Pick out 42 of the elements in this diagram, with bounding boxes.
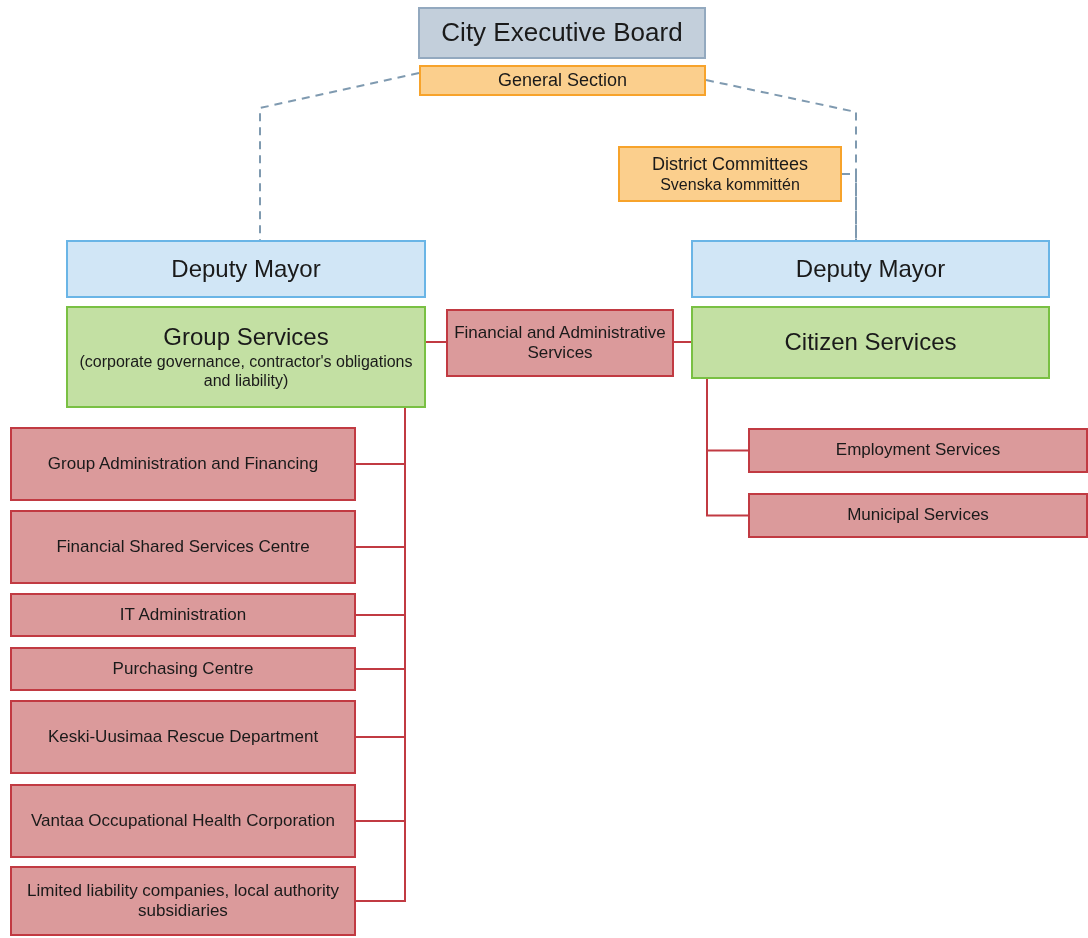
unit-box — [748, 428, 1088, 473]
box-title: Purchasing Centre — [111, 658, 255, 680]
section-box — [419, 65, 706, 96]
box-title: District Committees — [651, 153, 809, 176]
box-title: Financial and Administrative Services — [453, 322, 667, 364]
box-subtitle: (corporate governance, contractor's obligations and liability) — [78, 352, 414, 391]
box-title: Group Administration and Financing — [46, 453, 320, 475]
connector-line — [705, 79, 857, 241]
box-title: IT Administration — [118, 604, 248, 626]
division-box — [691, 306, 1050, 379]
unit-box — [748, 493, 1088, 538]
box-title: City Executive Board — [440, 17, 684, 49]
board-box — [418, 7, 706, 59]
section-box — [618, 146, 842, 202]
unit-box — [10, 700, 356, 774]
unit-box — [10, 593, 356, 637]
unit-box — [10, 427, 356, 501]
box-title: Municipal Services — [846, 505, 990, 526]
box-title: Group Services — [162, 323, 330, 353]
mayor-box — [691, 240, 1050, 298]
connector-line — [706, 378, 749, 517]
box-subtitle: Svenska kommittén — [659, 175, 801, 195]
box-title: Deputy Mayor — [170, 254, 322, 284]
unit-box — [10, 866, 356, 936]
box-title: Vantaa Occupational Health Corporation — [30, 810, 336, 832]
box-title: Deputy Mayor — [794, 254, 947, 284]
division-box — [66, 306, 426, 408]
unit-box — [10, 647, 356, 691]
connector-line — [673, 341, 692, 343]
box-title: Employment Services — [834, 440, 1002, 461]
box-title: Citizen Services — [783, 328, 958, 357]
mayor-box — [66, 240, 426, 298]
box-title: Financial Shared Services Centre — [55, 536, 311, 558]
box-title: General Section — [496, 69, 629, 92]
connector-line — [425, 341, 447, 343]
connector-line — [841, 173, 857, 241]
box-title: Limited liability companies, local authority subsidiaries — [26, 880, 340, 922]
box-title: Keski-Uusimaa Rescue Department — [46, 726, 320, 748]
unit-box — [446, 309, 674, 377]
unit-box — [10, 784, 356, 858]
unit-box — [10, 510, 356, 584]
connector-line — [259, 72, 420, 241]
